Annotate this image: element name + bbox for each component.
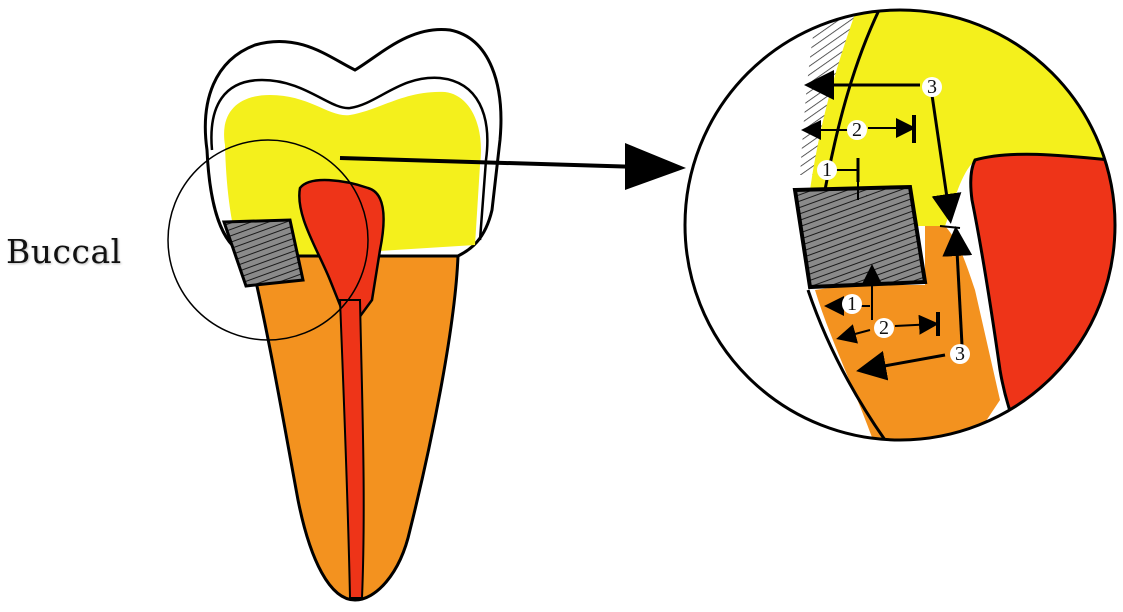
zoom-arrow-head — [625, 143, 686, 190]
zoom-view: 3 2 1 1 2 — [685, 0, 1123, 460]
marker-dentin-2: 2 — [879, 317, 889, 339]
restoration-zoom — [795, 187, 925, 287]
restoration-small — [224, 220, 303, 286]
marker-enamel-2: 2 — [852, 119, 862, 141]
marker-enamel-1: 1 — [822, 159, 832, 181]
marker-dentin-3: 3 — [955, 343, 965, 365]
marker-dentin-1: 1 — [847, 293, 857, 315]
buccal-label: Buccal — [6, 232, 122, 271]
marker-enamel-3: 3 — [927, 76, 937, 98]
tooth-full — [168, 29, 686, 600]
